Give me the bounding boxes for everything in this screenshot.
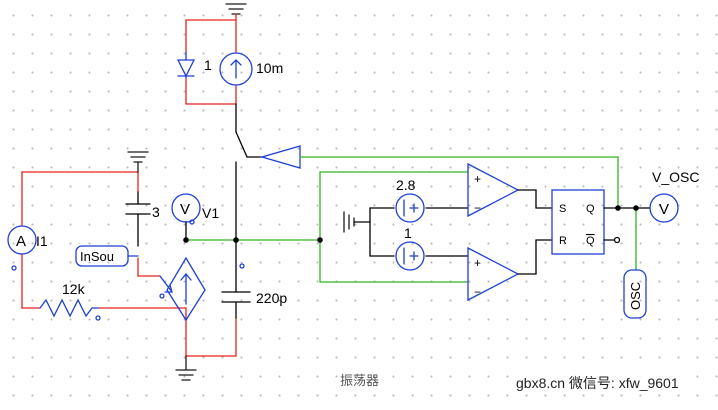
capacitor-220p-icon bbox=[221, 239, 251, 319]
ammeter-label: I1 bbox=[36, 233, 48, 249]
ammeter-symbol: A bbox=[16, 233, 26, 250]
top-ground-icon bbox=[225, 3, 247, 15]
insource-label: InSou bbox=[80, 249, 114, 264]
comp-low-plus: + bbox=[474, 256, 481, 270]
comparator-low-icon bbox=[467, 246, 520, 302]
sr-latch-box bbox=[551, 189, 605, 255]
comparator-high-icon bbox=[467, 162, 520, 218]
osc-probe-icon bbox=[623, 269, 647, 319]
capacitor-3-icon bbox=[125, 191, 151, 247]
watermark: gbx8.cn 微信号: xfw_9601 bbox=[512, 372, 683, 394]
terminal-markers bbox=[11, 219, 245, 321]
switch-driver-buffer-icon bbox=[259, 145, 301, 169]
voltmeter-label: V1 bbox=[202, 205, 219, 221]
resistor-icon bbox=[39, 298, 99, 318]
output-voltmeter-symbol: V bbox=[659, 201, 669, 218]
top-rail-wires bbox=[185, 13, 237, 105]
ref-source-high-icon bbox=[395, 193, 425, 223]
ref-low-label: 1 bbox=[404, 225, 412, 241]
left-loop-wires bbox=[21, 171, 237, 357]
comp-high-plus: + bbox=[474, 172, 481, 186]
switch-icon bbox=[235, 103, 263, 241]
comp-high-minus: − bbox=[474, 201, 481, 215]
capacitor-3-label: 3 bbox=[152, 204, 160, 220]
latch-qbar-label: Q bbox=[586, 235, 595, 247]
dependent-source-icon bbox=[159, 256, 206, 322]
cap-ground-icon bbox=[127, 151, 149, 173]
current-source-icon bbox=[219, 52, 253, 86]
resistor-label: 12k bbox=[62, 281, 86, 297]
ref-wires bbox=[353, 207, 469, 257]
output-probe-label: V_OSC bbox=[652, 169, 699, 185]
comp-low-minus: − bbox=[474, 285, 481, 299]
diode-label: 1 bbox=[204, 57, 212, 73]
comparator-outputs bbox=[517, 189, 553, 275]
output-voltmeter-icon bbox=[649, 193, 679, 223]
diode-icon bbox=[176, 51, 196, 79]
latch-q-label: Q bbox=[586, 203, 595, 215]
latch-r-label: R bbox=[559, 235, 567, 247]
diagram-caption: 振荡器 bbox=[340, 374, 380, 389]
ammeter-icon bbox=[7, 225, 37, 255]
ref-ground-icon bbox=[343, 211, 355, 233]
current-source-label: 10m bbox=[256, 60, 283, 76]
capacitor-220p-label: 220p bbox=[256, 290, 287, 306]
latch-output-wires bbox=[603, 207, 651, 244]
ref-high-label: 2.8 bbox=[396, 177, 416, 193]
green-net-wires bbox=[185, 156, 637, 283]
bottom-ground-icon bbox=[175, 355, 197, 381]
latch-s-label: S bbox=[559, 203, 566, 215]
insource-box bbox=[75, 245, 139, 267]
junction-dots bbox=[183, 205, 639, 243]
osc-probe-label: OSC bbox=[628, 282, 643, 310]
ref-source-low-icon bbox=[395, 241, 425, 271]
voltmeter-symbol: V bbox=[180, 201, 190, 218]
